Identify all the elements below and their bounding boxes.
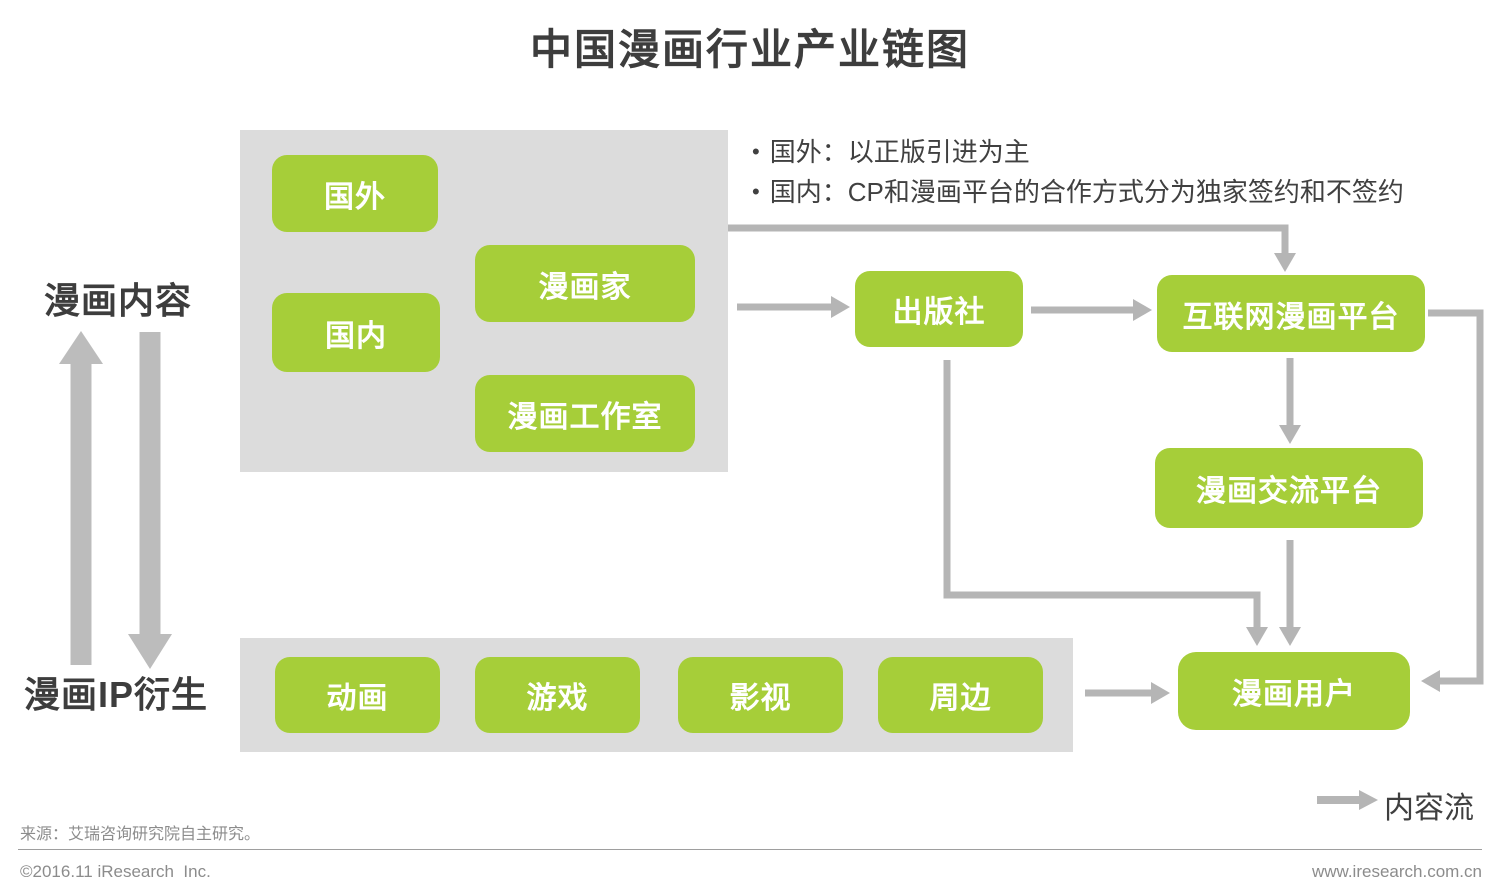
legend-content-flow-label: 内容流 [1384, 792, 1474, 825]
note-domestic: • 国内：CP和漫画平台的合作方式分为独家签约和不签约 [752, 176, 1404, 208]
note-foreign-text: 国外：以正版引进为主 [769, 137, 1030, 167]
note-foreign: • 国外：以正版引进为主 [752, 136, 1030, 168]
node-comic-artist: 漫画家 [475, 245, 695, 322]
node-film-tv: 影视 [678, 657, 843, 733]
note-domestic-text: 国内：CP和漫画平台的合作方式分为独家签约和不签约 [769, 177, 1404, 207]
source-note: 来源：艾瑞咨询研究院自主研究。 [20, 826, 261, 843]
node-comic-exchange-platform: 漫画交流平台 [1155, 448, 1423, 528]
footer-copyright: ©2016.11 iResearch Inc. [20, 862, 211, 881]
legend-arrow-icon [1317, 790, 1378, 810]
node-game: 游戏 [475, 657, 640, 733]
arrow-exchange-to-user [1279, 540, 1301, 646]
node-domestic: 国内 [272, 293, 440, 372]
footer-website: www.iresearch.com.cn [1311, 862, 1482, 881]
footer-divider [18, 849, 1482, 850]
node-merchandise: 周边 [878, 657, 1043, 733]
node-anime: 动画 [275, 657, 440, 733]
thick-up-arrow [59, 331, 103, 665]
node-internet-comic-platform: 互联网漫画平台 [1157, 275, 1425, 352]
arrow-source-to-platform-top [728, 224, 1296, 272]
arrow-derivatives-to-user [1085, 682, 1170, 704]
arrow-source-to-publisher [737, 296, 850, 318]
bullet-icon: • [752, 179, 760, 204]
label-comic-ip-derivatives: 漫画IP衍生 [24, 674, 209, 715]
bullet-icon: • [752, 139, 760, 164]
arrow-platform-feedback-to-user [1421, 309, 1484, 692]
label-comic-content: 漫画内容 [44, 280, 193, 321]
node-comic-user: 漫画用户 [1178, 652, 1410, 730]
node-comic-studio: 漫画工作室 [475, 375, 695, 452]
arrow-platform-to-exchange [1279, 358, 1301, 444]
page-title: 中国漫画行业产业链图 [529, 26, 970, 73]
node-publisher: 出版社 [855, 271, 1023, 347]
node-foreign: 国外 [272, 155, 438, 232]
arrow-publisher-to-platform [1031, 299, 1152, 321]
thick-down-arrow [128, 332, 172, 669]
